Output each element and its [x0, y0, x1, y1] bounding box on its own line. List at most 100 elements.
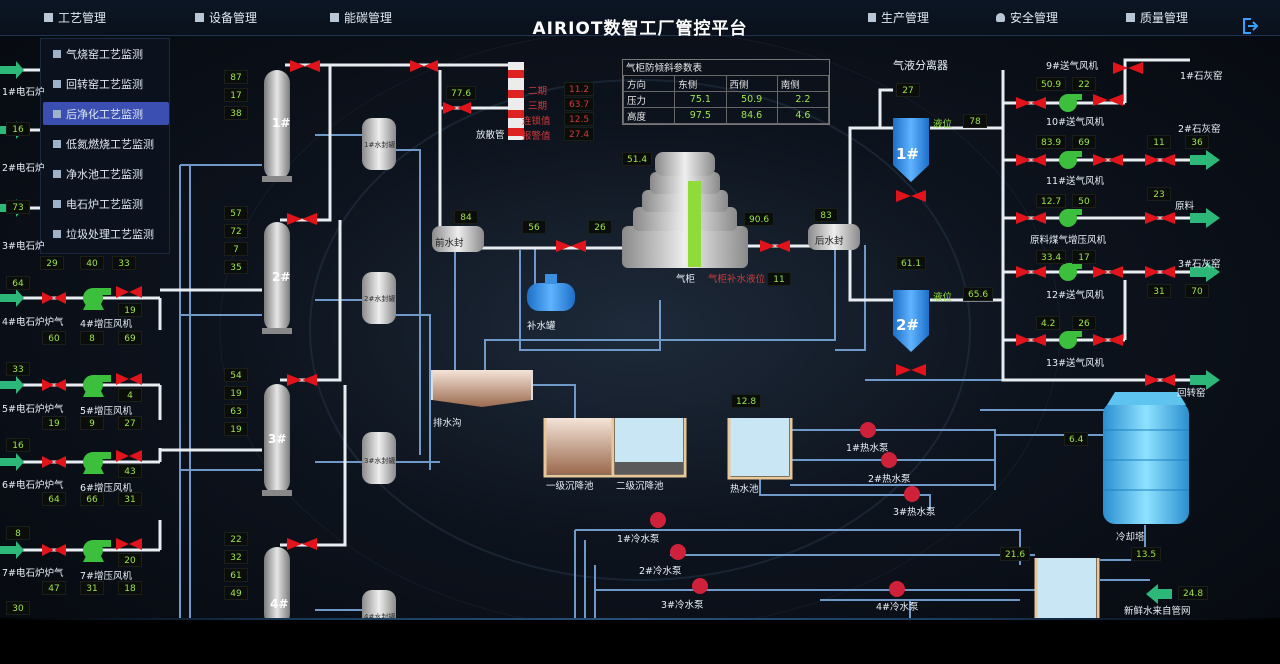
- separator-title: 气液分离器: [893, 59, 948, 72]
- document-icon: [868, 13, 876, 22]
- inlet-value: 73: [6, 200, 30, 214]
- hot-pool-value: 12.8: [731, 394, 762, 408]
- blower-value: 22: [1072, 77, 1096, 91]
- grid-icon: [53, 199, 61, 208]
- bar-chart-icon: [44, 13, 53, 22]
- rear-seal-value: 83: [814, 208, 838, 222]
- tower-value: 49: [224, 586, 248, 600]
- menu-item-waste-treatment[interactable]: 垃圾处理工艺监测: [43, 222, 169, 245]
- menu-item-low-nitrogen[interactable]: 低氮燃烧工艺监测: [43, 132, 169, 155]
- hot-pool-label: 热水池: [730, 484, 759, 495]
- blower-value: 12.7: [1036, 194, 1067, 208]
- tower-value: 7: [224, 242, 248, 256]
- blower-value: 69: [1072, 135, 1096, 149]
- blower-value: 4.2: [1036, 316, 1061, 330]
- menu-item-post-purification[interactable]: 后净化工艺监测: [43, 102, 169, 125]
- nav-energy-carbon[interactable]: 能碳管理: [330, 9, 392, 26]
- tower-value: 72: [224, 224, 248, 238]
- water-seal-label: 4#水封罐: [364, 613, 396, 621]
- nav-quality-management[interactable]: 质量管理: [1126, 9, 1188, 26]
- cell-value: 2.2: [776, 91, 830, 108]
- front-seal-label: 前水封: [435, 238, 464, 249]
- pipe-value: 56: [522, 220, 546, 234]
- blower-label: 12#送气风机: [1046, 290, 1105, 301]
- furnace-label: 6#电石炉炉气: [2, 480, 64, 491]
- makeup-water-tank: [527, 274, 575, 311]
- tower-value: 63: [224, 404, 248, 418]
- menu-item-gas-kiln[interactable]: 气烧窑工艺监测: [43, 42, 169, 65]
- stack-alarm-label: 二期: [528, 86, 548, 97]
- cooling-tower-label: 冷却塔: [1116, 532, 1145, 543]
- menu-item-carbide-furnace[interactable]: 电石炉工艺监测: [43, 192, 169, 215]
- tower-value: 19: [224, 422, 248, 436]
- furnace-label: 7#电石炉炉气: [2, 568, 64, 579]
- fan-value: 47: [42, 581, 66, 595]
- settling-pool-label: 一级沉降池: [546, 481, 594, 492]
- inlet-value: 33: [6, 362, 30, 376]
- fan-value: 9: [80, 416, 104, 430]
- cooling-tower: [1103, 392, 1189, 524]
- cell-value: 4.6: [776, 107, 830, 124]
- furnace-label: 3#电石炉: [2, 241, 45, 252]
- stack-alarm-value: 11.2: [564, 82, 595, 96]
- blower-value: 50.9: [1036, 77, 1067, 91]
- nav-process-management[interactable]: 工艺管理: [44, 9, 106, 26]
- tower-value: 35: [224, 260, 248, 274]
- bar-chart-icon: [195, 13, 204, 22]
- destination-value: 70: [1185, 284, 1209, 298]
- stack-value: 77.6: [446, 86, 477, 100]
- blower-label: 11#送气风机: [1046, 176, 1105, 187]
- blower-fan-icons: [1059, 94, 1082, 349]
- blower-value: 50: [1072, 194, 1096, 208]
- drain-ditch-label: 排水沟: [433, 418, 462, 429]
- inlet-value: 64: [6, 276, 30, 290]
- table-header: 南侧: [776, 75, 830, 92]
- table-header: 东侧: [674, 75, 727, 92]
- fan-top-value: 20: [118, 553, 142, 567]
- grid-icon: [53, 169, 61, 178]
- water-seal-label: 2#水封罐: [364, 295, 396, 303]
- blower-label: 10#送气风机: [1046, 117, 1105, 128]
- fan-value: 31: [80, 581, 104, 595]
- tower-label: 3#: [268, 432, 287, 446]
- destination-label: 回转窑: [1177, 388, 1206, 399]
- gas-liquid-separators: [893, 118, 929, 352]
- fan-label: 6#增压风机: [80, 483, 133, 494]
- table-header: 西侧: [725, 75, 778, 92]
- nav-safety-management[interactable]: 安全管理: [996, 9, 1058, 26]
- gas-holder: [622, 152, 748, 268]
- grid-icon: [53, 109, 61, 118]
- nav-equipment-management[interactable]: 设备管理: [195, 9, 257, 26]
- separator-level-value: 78: [963, 114, 987, 128]
- grid-icon: [53, 139, 61, 148]
- rear-seal-label: 后水封: [815, 236, 844, 247]
- blower-value: 26: [1072, 316, 1096, 330]
- fan-value: 31: [118, 492, 142, 506]
- menu-item-water-pool[interactable]: 净水池工艺监测: [43, 162, 169, 185]
- fan-value: 19: [42, 416, 66, 430]
- grid-icon: [53, 229, 61, 238]
- valves: [42, 60, 1175, 556]
- gas-holder-label: 气柜: [676, 274, 696, 285]
- stack-alarm-label: 连锁值: [522, 116, 551, 127]
- gas-holder-tilt-table: 气柜防倾斜参数表 方向 东侧 西侧 南侧 压力 75.1 50.9 2.2 高度…: [622, 59, 830, 125]
- tower-value: 57: [224, 206, 248, 220]
- fan-top-value: 43: [118, 464, 142, 478]
- menu-item-rotary-kiln[interactable]: 回转窑工艺监测: [43, 72, 169, 95]
- table-header: 方向: [622, 75, 676, 92]
- stack-label: 放散管: [476, 130, 505, 141]
- value-readout: 29: [40, 256, 64, 270]
- fan-value: 60: [42, 331, 66, 345]
- nav-production-management[interactable]: 生产管理: [868, 9, 929, 26]
- fan-value: 8: [80, 331, 104, 345]
- rear-water-seal: [808, 224, 860, 250]
- bar-chart-icon: [330, 13, 339, 22]
- logout-icon[interactable]: [1240, 16, 1260, 36]
- fan-value: 64: [42, 492, 66, 506]
- hot-pump-label: 3#热水泵: [893, 507, 936, 518]
- level-label: 液位: [933, 292, 953, 303]
- vent-stack: [508, 62, 524, 140]
- cold-pump-label: 1#冷水泵: [617, 534, 660, 545]
- furnace-label: 5#电石炉炉气: [2, 404, 64, 415]
